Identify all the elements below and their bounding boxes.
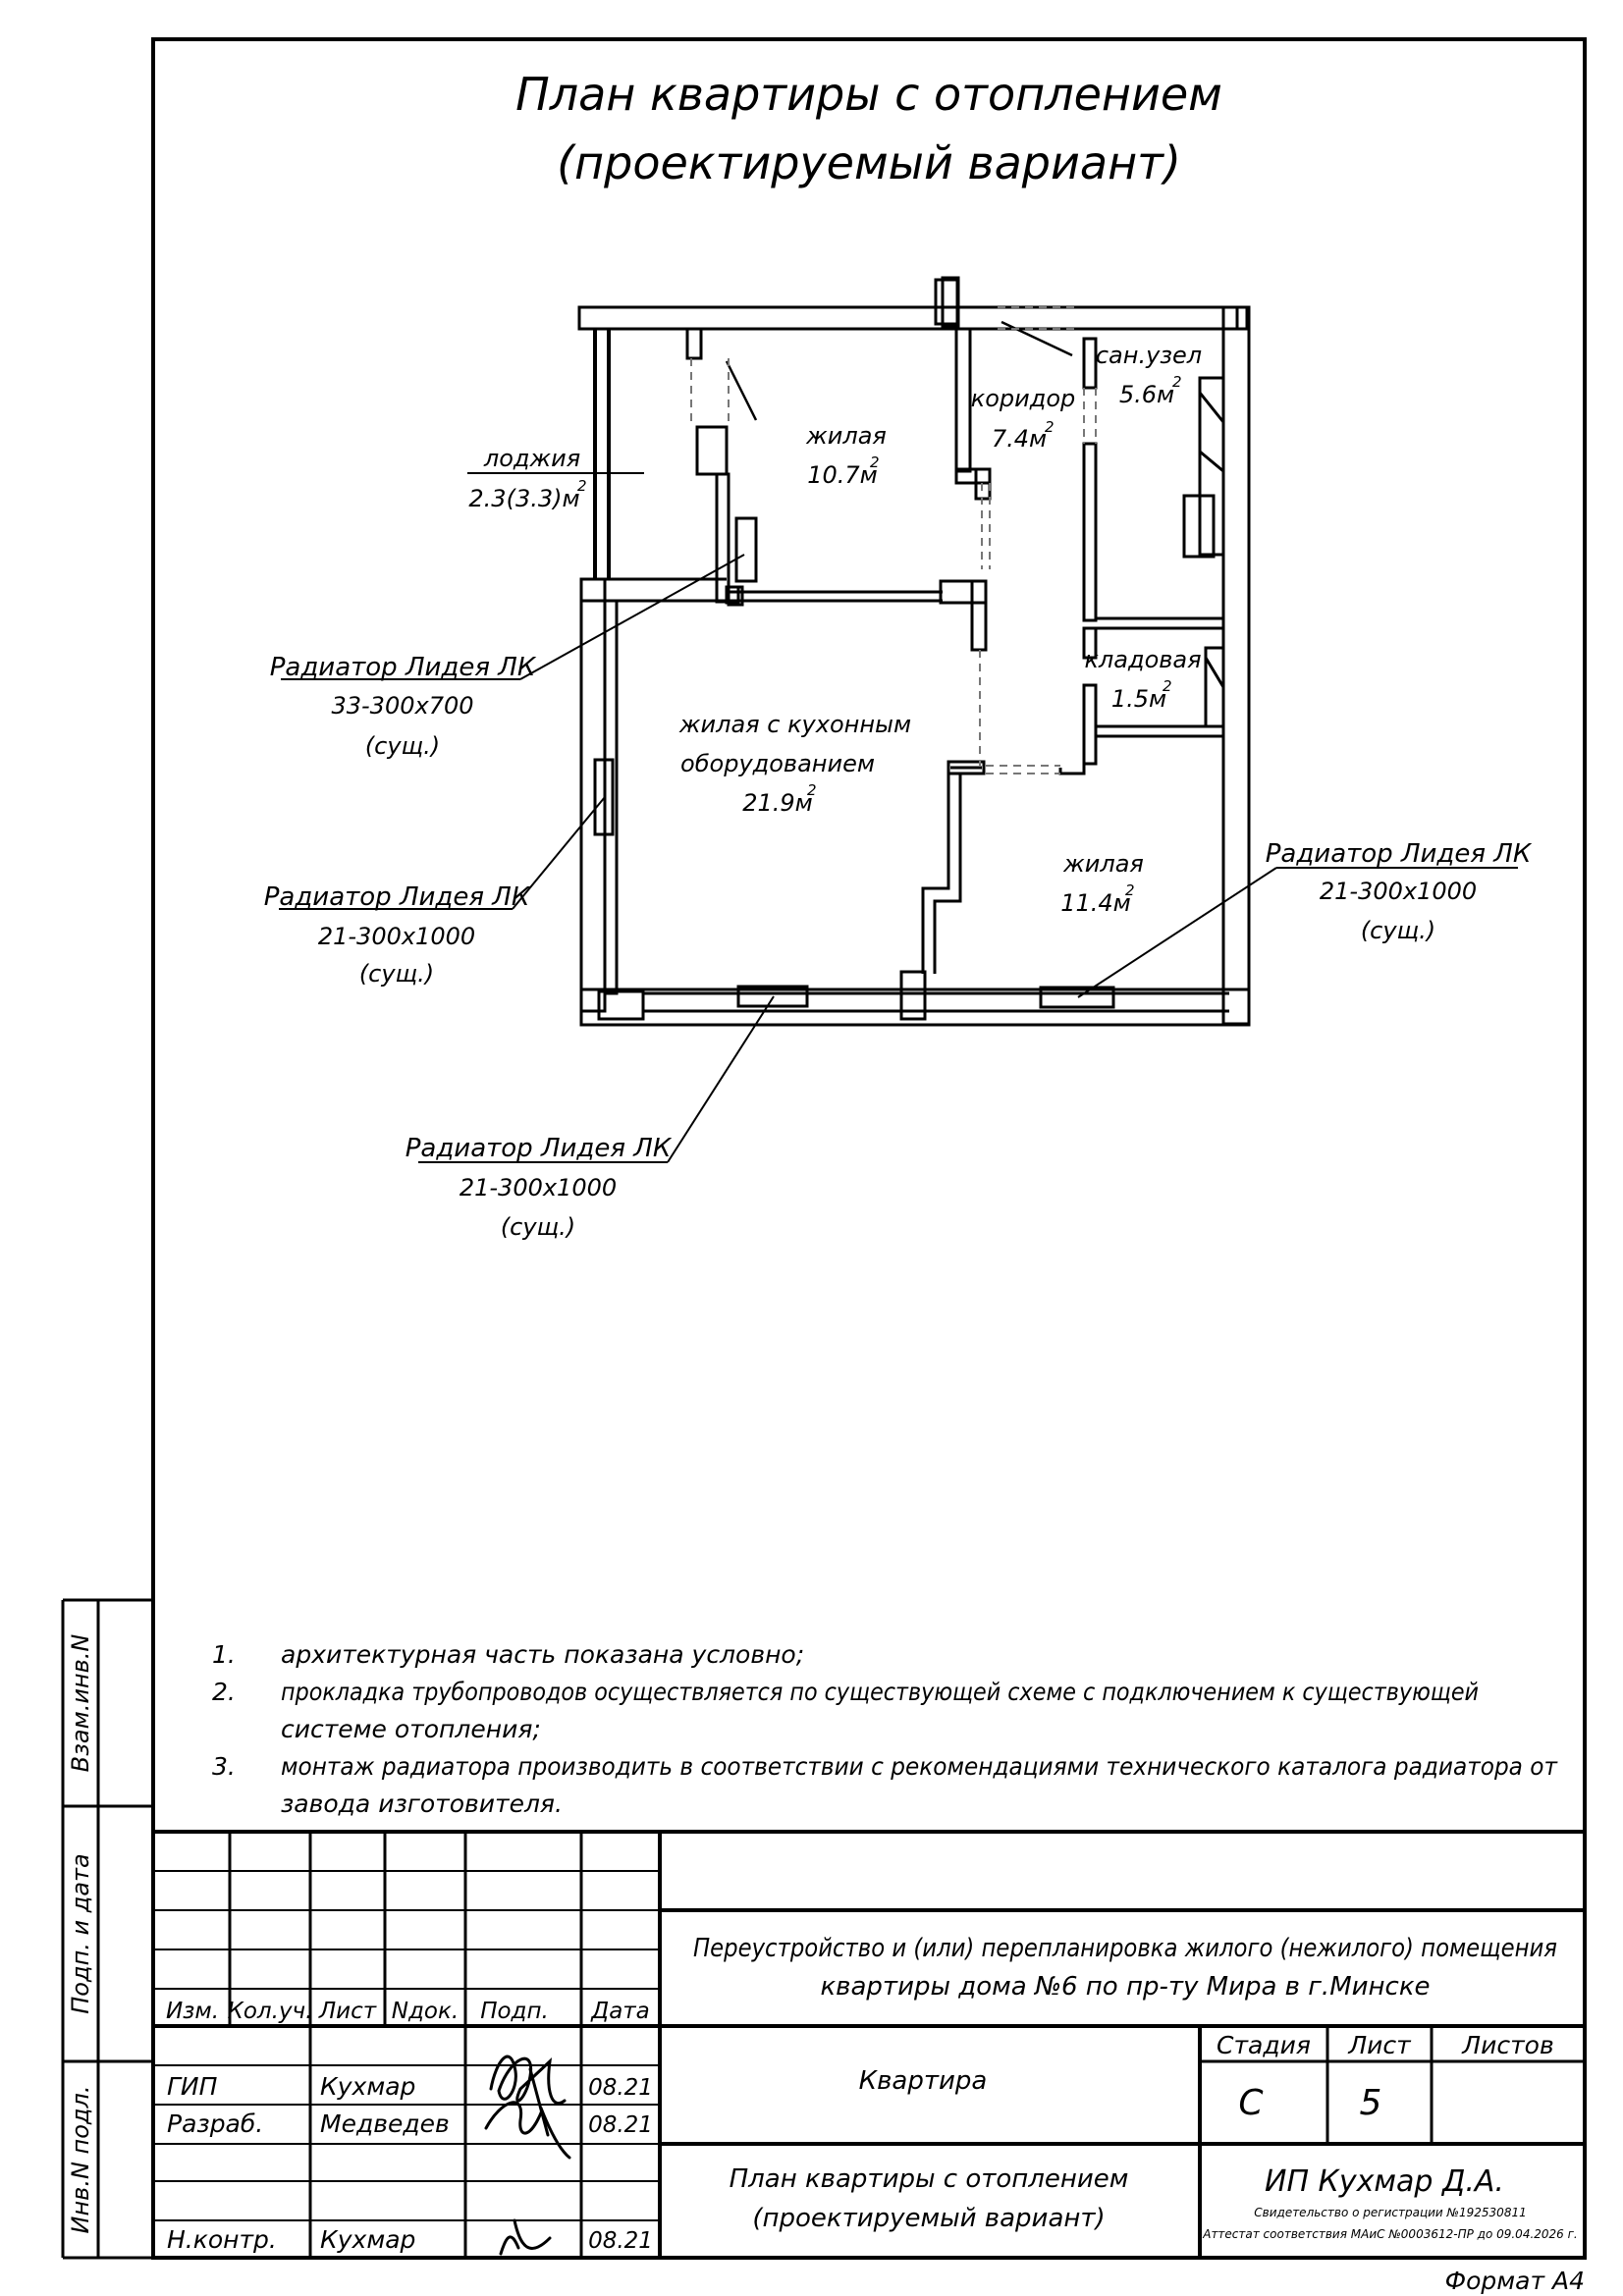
radiator-1-status: (сущ.) (365, 732, 440, 760)
sheet-value: 5 (1360, 2083, 1382, 2123)
room-corridor-name: коридор (971, 385, 1076, 412)
note-2-line2: системе отопления; (281, 1715, 541, 1743)
sup: 2 (1045, 418, 1055, 436)
project-line2: квартиры дома №6 по пр-ту Мира в г.Минск… (820, 1972, 1430, 2002)
room-living1-name: жилая (805, 422, 887, 450)
radiator-mark-3 (736, 985, 809, 1008)
room-kitchen-area: 21.9м (742, 789, 813, 817)
room-storage-name: кладовая (1084, 646, 1201, 673)
side-label-inv: Инв.N подл. (67, 2086, 94, 2234)
sup: 2 (1125, 881, 1135, 899)
leader-lines (279, 472, 1518, 1163)
radiator-3-label: Радиатор Лидея ЛК (406, 1134, 673, 1163)
room-living1-area: 10.7м (807, 461, 878, 489)
stamp-header-ndok: Nдок. (392, 1999, 459, 2024)
room-kitchen-name1: жилая с кухонным (678, 711, 911, 738)
stamp-header-izm: Изм. (166, 1999, 219, 2024)
company-cert1: Свидетельство о регистрации №192530811 (1254, 2206, 1526, 2219)
radiator-mark-4 (1039, 986, 1115, 1009)
radiator-1-label: Радиатор Лидея ЛК (270, 653, 537, 682)
stage-label: Стадия (1217, 2031, 1311, 2059)
note-3-line1: монтаж радиатора производить в соответст… (281, 1752, 1558, 1781)
radiator-4-label: Радиатор Лидея ЛК (1266, 839, 1533, 869)
stamp-headers: Изм. Кол.уч. Лист Nдок. Подп. Дата (166, 1999, 650, 2024)
stamp-header-date: Дата (590, 1999, 650, 2024)
signer-2-name: Медведев (320, 2109, 450, 2138)
sheet-label: Лист (1347, 2031, 1412, 2059)
company-name: ИП Кухмар Д.А. (1265, 2164, 1504, 2199)
radiator-marks (593, 516, 1115, 1009)
side-label-vzam: Взам.инв.N (67, 1634, 94, 1773)
note-1-line: архитектурная часть показана условно; (281, 1640, 804, 1669)
radiator-3-status: (сущ.) (501, 1213, 575, 1241)
room-loggia-area: 2.3(3.3)м (468, 485, 579, 512)
signer-3-date: 08.21 (588, 2228, 653, 2254)
signer-1-role: ГИП (167, 2072, 218, 2101)
note-2-num: 2. (212, 1678, 236, 1706)
radiator-3-size: 21-300х1000 (460, 1174, 617, 1201)
room-living2-name: жилая (1062, 850, 1144, 878)
stage-value: С (1238, 2083, 1264, 2123)
door-openings (690, 306, 1097, 774)
stamp-header-list: Лист (318, 1999, 377, 2024)
signer-1-date: 08.21 (588, 2075, 653, 2101)
room-living2-area: 11.4м (1060, 889, 1131, 917)
note-3-line2: завода изготовителя. (281, 1789, 563, 1818)
plan-title-line1: План квартиры с отоплением (515, 68, 1222, 121)
signer-3-role: Н.контр. (167, 2225, 277, 2254)
stamp-header-kolich: Кол.уч. (228, 1999, 313, 2024)
handwritten-signatures (484, 2055, 571, 2256)
sup: 2 (577, 477, 587, 495)
radiator-callouts: Радиатор Лидея ЛК 33-300х700 (сущ.) Ради… (264, 653, 1533, 1241)
note-3-num: 3. (212, 1752, 236, 1781)
plan-title-line2: (проектируемый вариант) (557, 136, 1181, 189)
room-bathroom-area: 5.6м (1119, 381, 1174, 408)
radiator-mark-2 (593, 758, 615, 836)
project-line1: Переустройство и (или) перепланировка жи… (693, 1934, 1557, 1963)
radiator-2-status: (сущ.) (359, 960, 434, 988)
side-strip (61, 1598, 153, 2260)
signer-3-name: Кухмар (320, 2225, 415, 2254)
signer-2-role: Разраб. (167, 2109, 263, 2138)
floor-plan (577, 276, 1251, 1027)
note-1-num: 1. (212, 1640, 236, 1669)
sup: 2 (807, 781, 817, 799)
drawing-name-line1: План квартиры с отоплением (730, 2164, 1129, 2194)
stamp-header-podp: Подп. (480, 1999, 549, 2024)
sheet-frame (151, 37, 1587, 2260)
sup: 2 (1163, 677, 1172, 695)
side-label-podp: Подп. и дата (67, 1853, 94, 2014)
format-label: Формат А4 (1445, 2267, 1585, 2295)
drawing-name-line2: (проектируемый вариант) (752, 2204, 1105, 2233)
room-corridor-area: 7.4м (992, 425, 1047, 453)
room-kitchen-name2: оборудованием (680, 750, 875, 777)
sup: 2 (1172, 373, 1182, 391)
room-loggia-name: лоджия (483, 445, 580, 472)
radiator-mark-1 (734, 516, 758, 583)
radiator-4-size: 21-300х1000 (1320, 878, 1477, 905)
sup: 2 (870, 454, 880, 471)
room-storage-area: 1.5м (1111, 685, 1166, 713)
radiator-1-size: 33-300х700 (331, 692, 473, 720)
notes: 1. архитектурная часть показана условно;… (212, 1640, 1558, 1818)
sheets-label: Листов (1461, 2031, 1553, 2059)
signer-1-name: Кухмар (320, 2072, 415, 2101)
radiator-2-label: Радиатор Лидея ЛК (264, 882, 531, 912)
radiator-4-status: (сущ.) (1361, 917, 1435, 944)
note-2-line1: прокладка трубопроводов осуществляется п… (281, 1678, 1479, 1706)
stamp-signers: ГИП Кухмар 08.21 Разраб. Медведев 08.21 … (167, 2072, 653, 2254)
company-cert2: Аттестат соответствия МАиС №0003612-ПР д… (1202, 2227, 1578, 2241)
object-name: Квартира (859, 2066, 988, 2096)
room-labels: лоджия 2.3(3.3)м 2 жилая 10.7м 2 коридор… (468, 342, 1202, 917)
radiator-2-size: 21-300х1000 (318, 923, 475, 950)
title-block (153, 1830, 1585, 2258)
signer-2-date: 08.21 (588, 2112, 653, 2138)
room-bathroom-name: сан.узел (1096, 342, 1202, 369)
